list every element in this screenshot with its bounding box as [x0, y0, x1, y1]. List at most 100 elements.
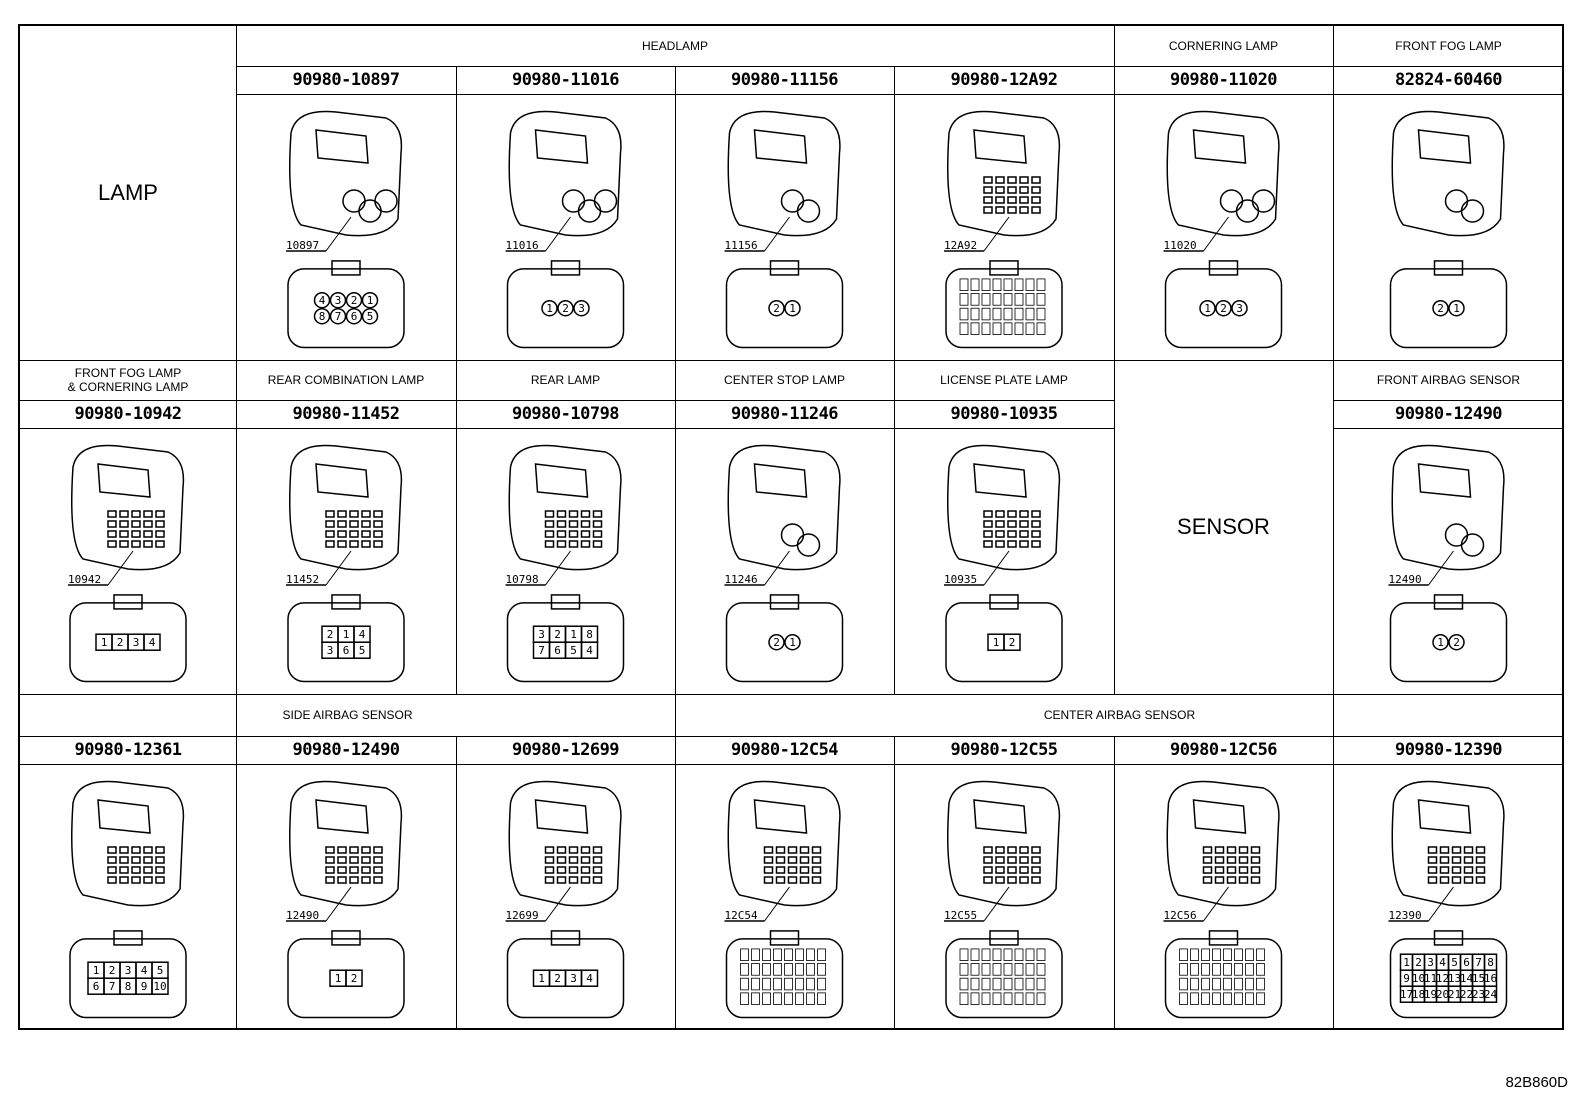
- pin-number: 1: [538, 972, 545, 985]
- grid-line: [20, 428, 1114, 429]
- pin-number: 1: [335, 972, 342, 985]
- grid-line: [236, 66, 1564, 67]
- pin-number: 6: [554, 644, 561, 657]
- connector-body-illustration: [1391, 780, 1505, 907]
- pin-number: 7: [335, 310, 342, 323]
- pin-number: 10: [153, 980, 166, 993]
- part-number: 90980-12490: [1394, 404, 1503, 424]
- connector-figure: 12C56: [1163, 780, 1283, 1019]
- pin-number: 20: [1436, 988, 1449, 1001]
- part-number: 90980-10798: [511, 404, 620, 424]
- callout-label: 11020: [1164, 239, 1197, 252]
- pin-number: 2: [554, 972, 561, 985]
- part-number: 82824-60460: [1394, 70, 1503, 90]
- grid-line: [456, 736, 457, 1030]
- pin-number: 8: [1487, 956, 1494, 969]
- pin-number: 22: [1460, 988, 1473, 1001]
- grid-line: [236, 360, 237, 1030]
- connector-body-illustration: [71, 780, 185, 907]
- pin-number: 3: [538, 628, 545, 641]
- group-header-license-plate-lamp: LICENSE PLATE LAMP: [940, 373, 1068, 387]
- callout-label: 11016: [506, 239, 539, 252]
- part-number: 90980-11016: [511, 70, 620, 90]
- grid-line: [1114, 736, 1115, 1030]
- grid-line: [1333, 400, 1564, 401]
- pin-number: 1: [1437, 636, 1444, 649]
- connector-body-illustration: [1391, 444, 1505, 571]
- pin-number: 1: [343, 628, 350, 641]
- pin-number: 24: [1484, 988, 1498, 1001]
- pin-number: 5: [157, 964, 164, 977]
- callout-label: 12699: [506, 909, 539, 922]
- terminal-face-view: [945, 930, 1063, 1019]
- connector-figure: 12A92: [944, 110, 1063, 349]
- pin-number: 5: [570, 644, 577, 657]
- grid-line: [20, 360, 1564, 361]
- callout-label: 11246: [725, 573, 758, 586]
- part-number: 90980-10935: [950, 404, 1058, 424]
- group-header-rear-combination-lamp: REAR COMBINATION LAMP: [267, 373, 425, 387]
- pin-number: 16: [1484, 972, 1497, 985]
- pin-number: 4: [359, 628, 366, 641]
- pin-number: 1: [93, 964, 100, 977]
- connector-body-illustration: [947, 110, 1061, 237]
- grid-line: [20, 736, 1564, 737]
- pin-number: 1: [993, 636, 1000, 649]
- pin-number: 3: [570, 972, 577, 985]
- pin-number: 6: [1463, 956, 1470, 969]
- pin-number: 6: [93, 980, 100, 993]
- pin-number: 4: [586, 644, 593, 657]
- connector-body-illustration: [508, 780, 622, 907]
- pin-number: 11: [1424, 972, 1437, 985]
- connector-figure: 12C54: [724, 780, 844, 1019]
- pin-number: 2: [1009, 636, 1016, 649]
- pin-number: 9: [1403, 972, 1410, 985]
- pin-number: 2: [351, 972, 358, 985]
- callout-label: 12A92: [944, 239, 977, 252]
- pin-number: 2: [351, 294, 358, 307]
- part-number: 90980-11246: [730, 404, 839, 424]
- category-label-lamp: LAMP: [98, 180, 158, 205]
- grid-line: [1114, 26, 1115, 360]
- callout-label: 11452: [286, 573, 319, 586]
- grid-line: [894, 360, 895, 694]
- connector-body-illustration: [289, 110, 403, 237]
- pin-number: 4: [1439, 956, 1446, 969]
- pin-number: 2: [1415, 956, 1422, 969]
- pin-number: 4: [319, 294, 326, 307]
- pin-number: 4: [586, 972, 593, 985]
- grid-line: [236, 26, 237, 360]
- group-header-center-stop-lamp: CENTER STOP LAMP: [724, 373, 845, 387]
- grid-line: [456, 360, 457, 694]
- grid-line: [1114, 360, 1115, 694]
- connector-body-illustration: [508, 110, 622, 237]
- grid-line: [236, 94, 1564, 95]
- pin-number: 1: [1204, 302, 1211, 315]
- part-number: 90980-12361: [74, 740, 182, 760]
- pin-number: 1: [101, 636, 108, 649]
- grid-line: [1333, 428, 1564, 429]
- pin-number: 2: [117, 636, 124, 649]
- pin-number: 6: [343, 644, 350, 657]
- pin-number: 2: [327, 628, 334, 641]
- part-number: 90980-12490: [292, 740, 400, 760]
- callout-label: 12C54: [725, 909, 758, 922]
- pin-number: 10: [1412, 972, 1425, 985]
